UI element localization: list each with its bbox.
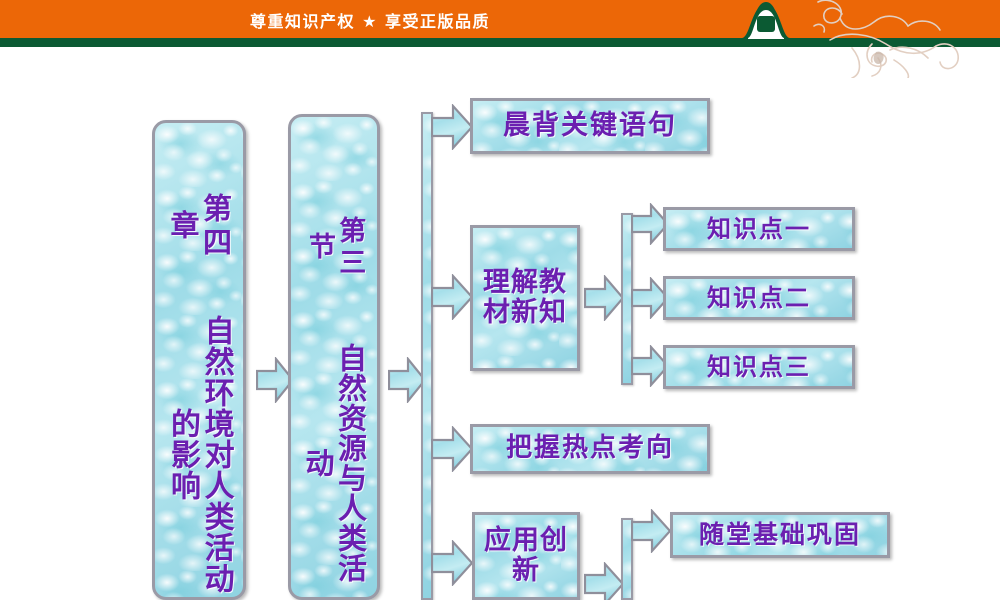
branch-box-apply-innovate[interactable]: 应用创新: [472, 512, 580, 600]
branch-label-understand-text: 理解教材新知: [483, 266, 567, 328]
arrow-spine-to-understand-text: [431, 274, 473, 320]
knowledge-point-box-1[interactable]: 知识点一: [663, 207, 855, 251]
arrow-understand-to-kp-spine: [584, 275, 624, 321]
chapter-number-label: 第四章: [166, 193, 233, 262]
arrow-kp-spine-to-kp1: [631, 203, 669, 245]
knowledge-point-box-3[interactable]: 知识点三: [663, 345, 855, 389]
practice-spine: [621, 518, 633, 600]
knowledge-point-label-3: 知识点三: [707, 352, 811, 381]
banner-green-bar: [0, 38, 1000, 47]
main-spine: [421, 112, 433, 600]
arrow-chapter-to-section: [256, 357, 294, 403]
section-number-label: 第三节: [304, 216, 366, 281]
branch-label-apply-innovate: 应用创新: [484, 524, 568, 586]
header-banner: 尊重知识产权 ★ 享受正版品质: [0, 0, 1000, 78]
branch-label-exam-trends: 把握热点考向: [505, 433, 674, 464]
section-title-label: 自然资源与人类活动: [301, 343, 368, 584]
arrow-kp-spine-to-kp2: [631, 277, 669, 319]
knowledge-point-box-2[interactable]: 知识点二: [663, 276, 855, 320]
practice-label-1: 随堂基础巩固: [698, 520, 861, 549]
arrow-apply-to-practice-spine: [584, 562, 624, 600]
banner-title: 尊重知识产权 ★ 享受正版品质: [250, 12, 490, 31]
chapter-pillar[interactable]: 第四章 自然环境对人类活动的影响: [152, 120, 246, 600]
arrow-practice-spine-to-practice-1: [631, 509, 671, 553]
arrow-spine-to-exam-trends: [431, 426, 473, 472]
knowledge-point-label-2: 知识点二: [707, 283, 811, 312]
section-pillar[interactable]: 第三节 自然资源与人类活动: [288, 114, 380, 600]
arrow-kp-spine-to-kp3: [631, 345, 669, 387]
arrow-spine-to-apply-innovate: [431, 540, 473, 586]
branch-box-exam-trends[interactable]: 把握热点考向: [470, 424, 710, 474]
arrow-section-to-spine: [388, 357, 426, 403]
knowledge-point-label-1: 知识点一: [707, 214, 811, 243]
banner-notch-inner-icon: [745, 2, 787, 39]
practice-box-1[interactable]: 随堂基础巩固: [670, 512, 890, 558]
chapter-title-label: 自然环境对人类活动的影响: [165, 314, 234, 594]
branch-label-morning-recite: 晨背关键语句: [503, 109, 677, 141]
branch-box-morning-recite[interactable]: 晨背关键语句: [470, 98, 710, 154]
branch-box-understand-text[interactable]: 理解教材新知: [470, 225, 580, 371]
arrow-spine-to-morning-recite: [431, 104, 473, 150]
